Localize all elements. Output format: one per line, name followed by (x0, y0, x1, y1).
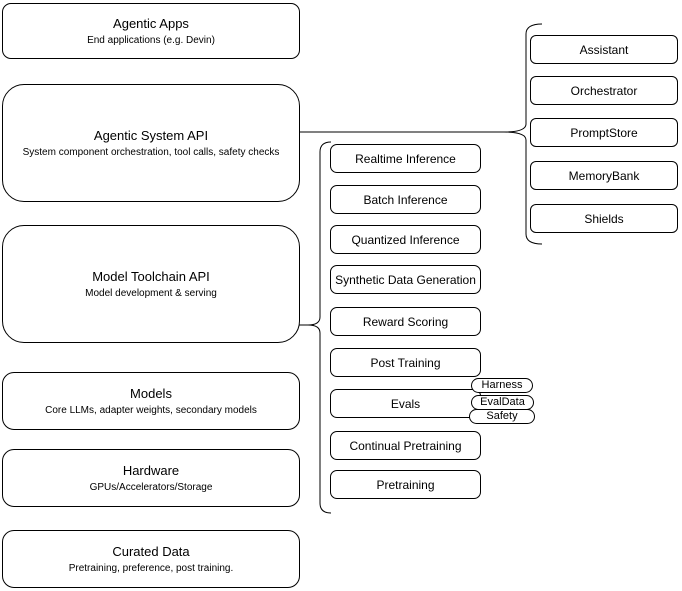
node-label: Safety (486, 410, 518, 422)
node-eval-tag-harness: Harness (471, 378, 533, 393)
node-assistant: Assistant (530, 35, 678, 64)
node-evals: Evals (330, 389, 481, 418)
node-title: Models (130, 385, 172, 401)
node-subtitle: End applications (e.g. Devin) (87, 34, 215, 46)
node-quantized-inference: Quantized Inference (330, 225, 481, 254)
node-batch-inference: Batch Inference (330, 185, 481, 214)
node-pretraining: Pretraining (330, 470, 481, 499)
node-reward-scoring: Reward Scoring (330, 307, 481, 336)
node-label: Synthetic Data Generation (335, 272, 476, 287)
node-label: Pretraining (376, 477, 435, 492)
node-label: Evals (390, 396, 421, 411)
node-model-toolchain-api: Model Toolchain API Model development & … (2, 225, 300, 343)
node-title: Hardware (122, 462, 180, 478)
node-label: Realtime Inference (355, 151, 456, 166)
node-realtime-inference: Realtime Inference (330, 144, 481, 173)
node-hardware: Hardware GPUs/Accelerators/Storage (2, 449, 300, 507)
node-synthetic-data-generation: Synthetic Data Generation (330, 265, 481, 294)
node-label: Assistant (579, 42, 629, 57)
node-eval-tag-evaldata: EvalData (471, 395, 534, 410)
toolchain-components-brace (307, 141, 332, 514)
node-continual-pretraining: Continual Pretraining (330, 431, 481, 460)
node-eval-tag-safety: Safety (469, 409, 535, 424)
node-label: Reward Scoring (362, 314, 449, 329)
node-title: Agentic System API (93, 127, 209, 143)
node-memorybank: MemoryBank (530, 161, 678, 190)
node-label: Quantized Inference (351, 232, 460, 247)
node-orchestrator: Orchestrator (530, 76, 678, 105)
node-title: Curated Data (112, 543, 190, 559)
node-subtitle: Pretraining, preference, post training. (68, 562, 234, 574)
node-shields: Shields (530, 204, 678, 233)
node-models: Models Core LLMs, adapter weights, secon… (2, 372, 300, 430)
node-label: Continual Pretraining (349, 438, 462, 453)
node-subtitle: GPUs/Accelerators/Storage (89, 481, 213, 493)
node-subtitle: Core LLMs, adapter weights, secondary mo… (45, 404, 257, 416)
node-label: Batch Inference (363, 192, 448, 207)
node-label: MemoryBank (568, 168, 640, 183)
node-post-training: Post Training (330, 348, 481, 377)
node-title: Model Toolchain API (92, 268, 210, 284)
node-agentic-system-api: Agentic System API System component orch… (2, 84, 300, 202)
node-label: EvalData (480, 396, 525, 408)
node-subtitle: Model development & serving (85, 287, 217, 299)
node-title: Agentic Apps (113, 15, 189, 31)
node-label: Orchestrator (570, 83, 638, 98)
node-label: PromptStore (570, 125, 638, 140)
node-subtitle: System component orchestration, tool cal… (22, 146, 280, 158)
node-label: Post Training (370, 355, 441, 370)
node-label: Shields (584, 211, 624, 226)
node-label: Harness (481, 379, 523, 391)
node-agentic-apps: Agentic Apps End applications (e.g. Devi… (2, 3, 300, 59)
node-curated-data: Curated Data Pretraining, preference, po… (2, 530, 300, 588)
node-promptstore: PromptStore (530, 118, 678, 147)
